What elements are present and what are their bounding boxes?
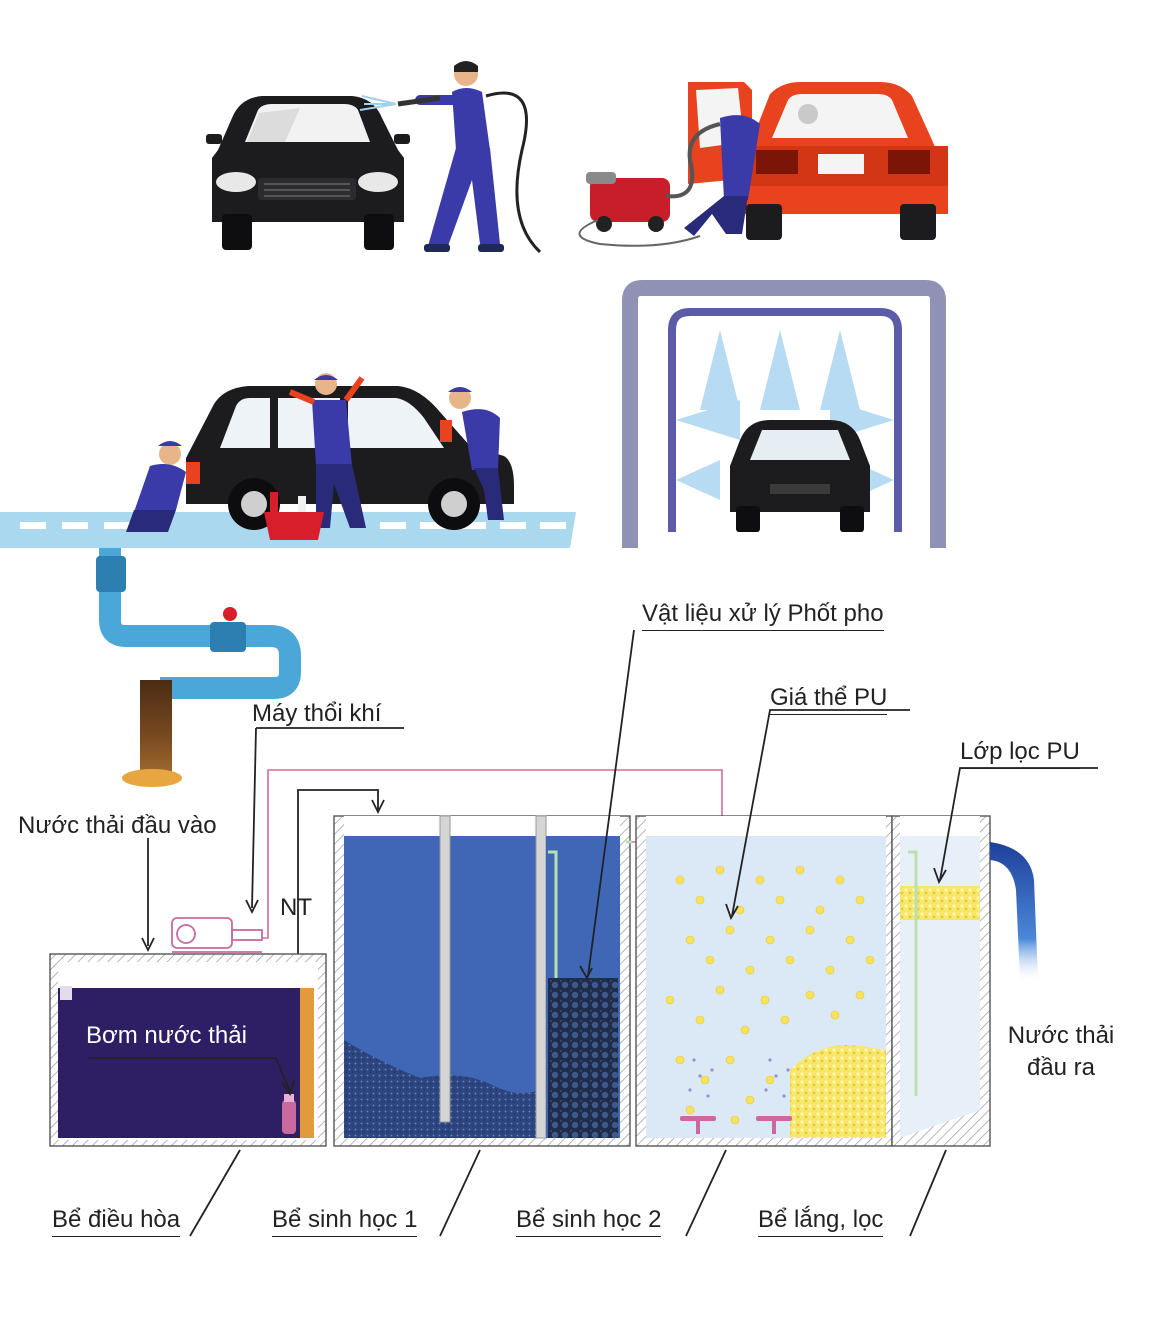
hand-wash-icon [0,373,576,548]
vacuum-clean-icon [578,82,948,247]
submersible-pump-icon [282,1094,296,1134]
aerator-diffusers [680,1116,792,1134]
phosphorus-media [548,978,618,1138]
worker-crouching [126,441,200,532]
label-equalization-tank: Bể điều hòa [52,1208,181,1237]
label-pu-carrier: Giá thể PU [770,686,888,715]
label-phosphorus-material: Vật liệu xử lý Phốt pho [642,602,884,631]
bio-tank-2 [635,815,893,1147]
tunnel-wash-icon [622,280,946,548]
pressure-wash-icon [206,61,542,254]
label-wastewater-outlet: Nước thải đầu ra [996,1024,1126,1080]
pu-filter-layer [900,886,980,920]
label-wastewater-pump: Bơm nước thải [86,1022,247,1049]
black-car-front [206,96,410,250]
air-bubbles [688,1058,790,1098]
wash-bucket [264,492,324,540]
tanks [49,815,991,1147]
pu-carrier-particles [665,865,875,1125]
valve-handle-icon [223,607,237,621]
crosswalk-stripes [20,522,566,529]
bio-tank-1 [333,815,631,1147]
equalization-tank [49,953,327,1147]
worker-front [440,387,504,520]
worker-with-spray-gun [359,61,542,254]
car-in-tunnel [730,420,870,532]
sludge-splash [122,769,182,787]
label-wastewater-inlet: Nước thải đầu vào [18,812,217,839]
label-air-blower: Máy thổi khí [252,700,382,727]
spray-jets [676,330,894,500]
label-wastewater-outlet-line1: Nước thải [1007,1022,1115,1049]
leader-lines [88,629,1098,1237]
label-pu-filter-layer: Lớp lọc PU [960,740,1080,769]
red-vacuum-cleaner [578,122,721,247]
label-settling-filter-tank: Bể lắng, lọc [758,1208,884,1237]
pipe-valve-2 [210,622,246,652]
settling-filter-tank [626,815,991,1147]
overflow-riser [300,988,314,1138]
outlet-stream-icon [990,842,1038,980]
label-nt: NT [280,894,312,921]
inlet-pipe [96,548,301,787]
worker-vacuuming [684,104,818,236]
label-wastewater-outlet-line2: đầu ra [1026,1054,1096,1081]
pu-carrier-pile [790,1045,886,1138]
pipe-valve-1 [96,556,126,592]
label-bio-tank-2: Bể sinh học 2 [516,1208,662,1237]
dirty-outflow [140,680,172,776]
label-bio-tank-1: Bể sinh học 1 [272,1208,418,1237]
worker-on-roof [288,373,366,528]
air-blower-icon [171,917,263,953]
